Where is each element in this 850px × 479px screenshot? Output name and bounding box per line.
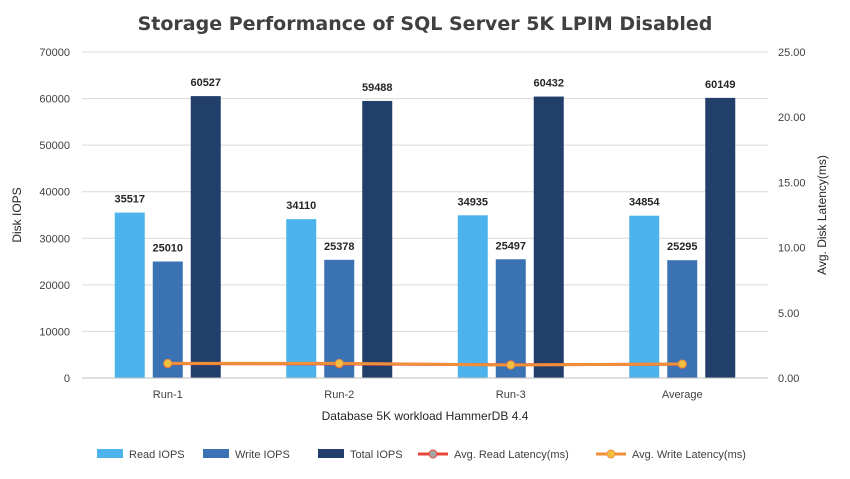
data-label: 25497 — [495, 240, 526, 252]
data-label: 60149 — [705, 79, 736, 91]
x-tick-label: Run-2 — [324, 389, 354, 401]
legend: Read IOPS Write IOPS Total IOPS Avg. Read L… — [97, 449, 746, 461]
bar — [457, 215, 488, 378]
bar — [495, 259, 526, 378]
legend-marker — [428, 449, 438, 459]
latency-point — [677, 359, 687, 369]
bar — [190, 96, 221, 378]
data-label: 25010 — [152, 243, 183, 255]
bar — [705, 97, 736, 379]
legend-marker — [606, 449, 616, 459]
legend-swatch — [318, 449, 344, 458]
data-label: 60432 — [533, 78, 564, 90]
y2-tick-label: 5.00 — [778, 308, 799, 320]
data-label: 34935 — [457, 196, 488, 208]
x-tick-label: Average — [662, 389, 703, 401]
latency-point — [334, 358, 344, 368]
bar — [114, 212, 145, 378]
bar — [324, 259, 355, 378]
data-label: 25378 — [324, 241, 355, 253]
latency-point — [163, 358, 173, 368]
gridlines — [82, 51, 768, 379]
latency-point — [506, 360, 516, 370]
y-axis-right: 0.00 5.00 10.00 15.00 20.00 25.00 — [778, 47, 806, 385]
data-label: 34854 — [629, 197, 660, 209]
data-label: 59488 — [362, 82, 393, 94]
chart-title: Storage Performance of SQL Server 5K LPI… — [138, 13, 713, 35]
y-tick-label: 0 — [64, 373, 70, 385]
legend-swatch — [97, 449, 123, 458]
bar — [362, 100, 393, 379]
data-label: 35517 — [114, 194, 145, 206]
y-tick-label: 70000 — [39, 47, 70, 59]
bar-series: 35517 25010 60527 34110 25378 59488 34935 25497… — [114, 77, 736, 379]
y-tick-label: 50000 — [39, 140, 70, 152]
y2-tick-label: 20.00 — [778, 112, 806, 124]
legend-label: Avg. Write Latency(ms) — [632, 449, 746, 461]
latency-line — [167, 361, 683, 367]
legend-label: Avg. Read Latency(ms) — [454, 449, 569, 461]
y-tick-label: 60000 — [39, 94, 70, 106]
legend-label: Write IOPS — [235, 449, 290, 461]
y-tick-label: 40000 — [39, 187, 70, 199]
bar — [286, 219, 317, 378]
bar — [533, 96, 564, 378]
x-axis-title: Database 5K workload HammerDB 4.4 — [322, 409, 529, 423]
data-label: 25295 — [667, 241, 698, 253]
y-axis-left: 0 10000 20000 30000 40000 50000 60000 70000 — [39, 47, 70, 385]
data-label: 34110 — [286, 200, 316, 212]
bar — [667, 260, 698, 378]
line-series — [163, 358, 687, 370]
legend-label: Read IOPS — [129, 449, 185, 461]
y-axis-title: Disk IOPS — [10, 187, 24, 242]
legend-label: Total IOPS — [350, 449, 403, 461]
y2-tick-label: 25.00 — [778, 47, 806, 59]
y-tick-label: 20000 — [39, 280, 70, 292]
data-label: 60527 — [190, 77, 221, 89]
y2-tick-label: 10.00 — [778, 243, 806, 255]
y-tick-label: 30000 — [39, 233, 70, 245]
bar — [629, 215, 660, 378]
legend-swatch — [203, 449, 229, 458]
y2-tick-label: 15.00 — [778, 177, 806, 189]
x-tick-label: Run-3 — [496, 389, 526, 401]
y-tick-label: 10000 — [39, 326, 70, 338]
x-tick-label: Run-1 — [153, 389, 183, 401]
y2-axis-title: Avg. Disk Latency(ms) — [815, 155, 829, 275]
x-axis: Run-1 Run-2 Run-3 Average — [82, 377, 768, 401]
y2-tick-label: 0.00 — [778, 373, 799, 385]
bar — [152, 261, 183, 378]
